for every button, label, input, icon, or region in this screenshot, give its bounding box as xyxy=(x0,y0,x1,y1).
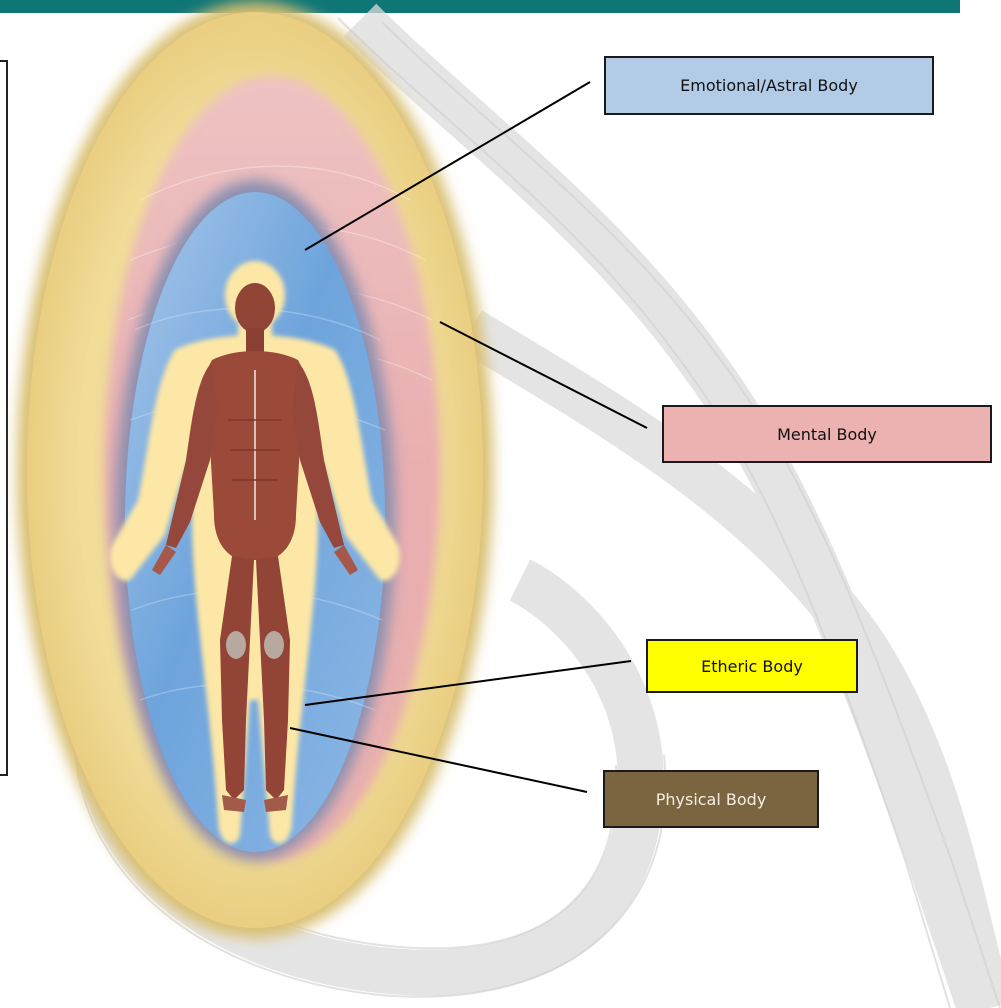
label-emotional-astral-body: Emotional/Astral Body xyxy=(604,56,934,115)
label-mental-body: Mental Body xyxy=(662,405,992,463)
label-etheric-body: Etheric Body xyxy=(646,639,858,693)
label-physical-body: Physical Body xyxy=(603,770,819,828)
